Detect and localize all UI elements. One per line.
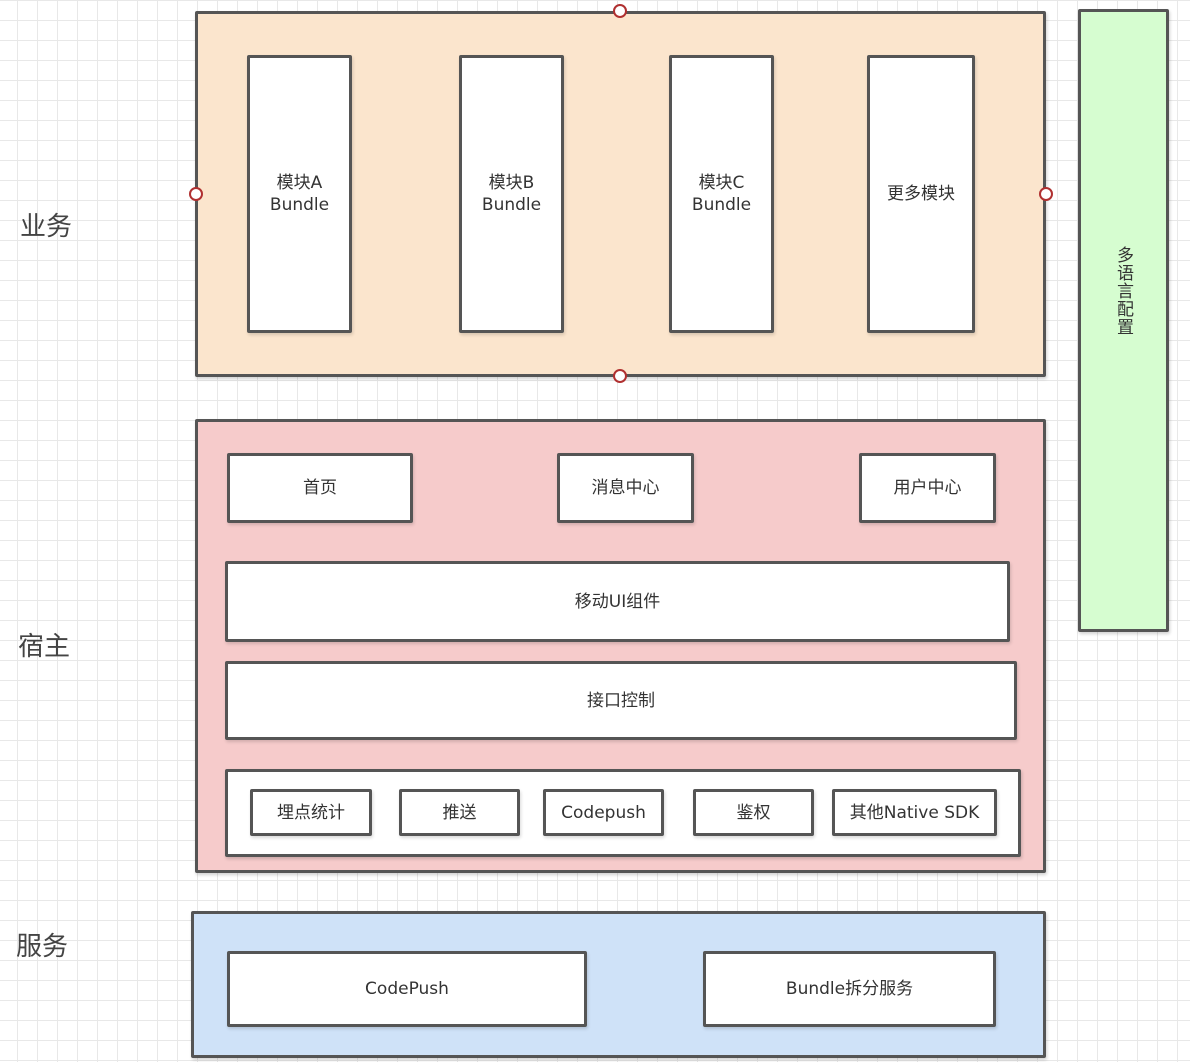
sdk-codepush-label: Codepush: [561, 802, 646, 823]
lane-label-business: 业务: [20, 212, 73, 242]
sdk-other-native-box[interactable]: 其他Native SDK: [832, 789, 997, 836]
codepush-service-box[interactable]: CodePush: [227, 951, 587, 1027]
i18n-config-label: 多语言配置: [1113, 245, 1133, 336]
more-modules-label: 更多模块: [887, 184, 955, 204]
lane-label-host: 宿主: [18, 632, 71, 662]
sdk-analytics-box[interactable]: 埋点统计: [250, 789, 372, 836]
module-a-label: 模块A Bundle: [269, 173, 330, 215]
module-c-bundle[interactable]: 模块C Bundle: [669, 55, 774, 333]
api-control-label: 接口控制: [587, 690, 655, 711]
resize-handle-bottom[interactable]: [613, 369, 627, 383]
sdk-codepush-box[interactable]: Codepush: [543, 789, 664, 836]
lane-label-service: 服务: [16, 932, 69, 962]
message-center-label: 消息中心: [591, 478, 660, 498]
resize-handle-left[interactable]: [189, 187, 203, 201]
sdk-push-box[interactable]: 推送: [399, 789, 520, 836]
mobile-ui-components-label: 移动UI组件: [574, 591, 661, 612]
sdk-analytics-label: 埋点统计: [277, 802, 345, 823]
bundle-split-service-label: Bundle拆分服务: [785, 979, 914, 999]
i18n-config-box[interactable]: 多语言配置: [1078, 9, 1169, 632]
codepush-service-label: CodePush: [365, 979, 449, 999]
module-c-label: 模块C Bundle: [691, 173, 752, 215]
module-a-bundle[interactable]: 模块A Bundle: [247, 55, 352, 333]
sdk-auth-label: 鉴权: [736, 802, 771, 823]
bundle-split-service-box[interactable]: Bundle拆分服务: [703, 951, 996, 1027]
user-center-box[interactable]: 用户中心: [859, 453, 996, 523]
sdk-other-native-label: 其他Native SDK: [849, 802, 980, 823]
sdk-auth-box[interactable]: 鉴权: [693, 789, 814, 836]
mobile-ui-components-box[interactable]: 移动UI组件: [225, 561, 1010, 642]
api-control-box[interactable]: 接口控制: [225, 661, 1017, 740]
module-b-label: 模块B Bundle: [481, 173, 542, 215]
home-page-label: 首页: [303, 478, 337, 498]
more-modules[interactable]: 更多模块: [867, 55, 975, 333]
module-b-bundle[interactable]: 模块B Bundle: [459, 55, 564, 333]
message-center-box[interactable]: 消息中心: [557, 453, 694, 523]
user-center-label: 用户中心: [893, 478, 962, 498]
home-page-box[interactable]: 首页: [227, 453, 413, 523]
resize-handle-top[interactable]: [613, 4, 627, 18]
sdk-push-label: 推送: [442, 802, 477, 823]
resize-handle-right[interactable]: [1039, 187, 1053, 201]
